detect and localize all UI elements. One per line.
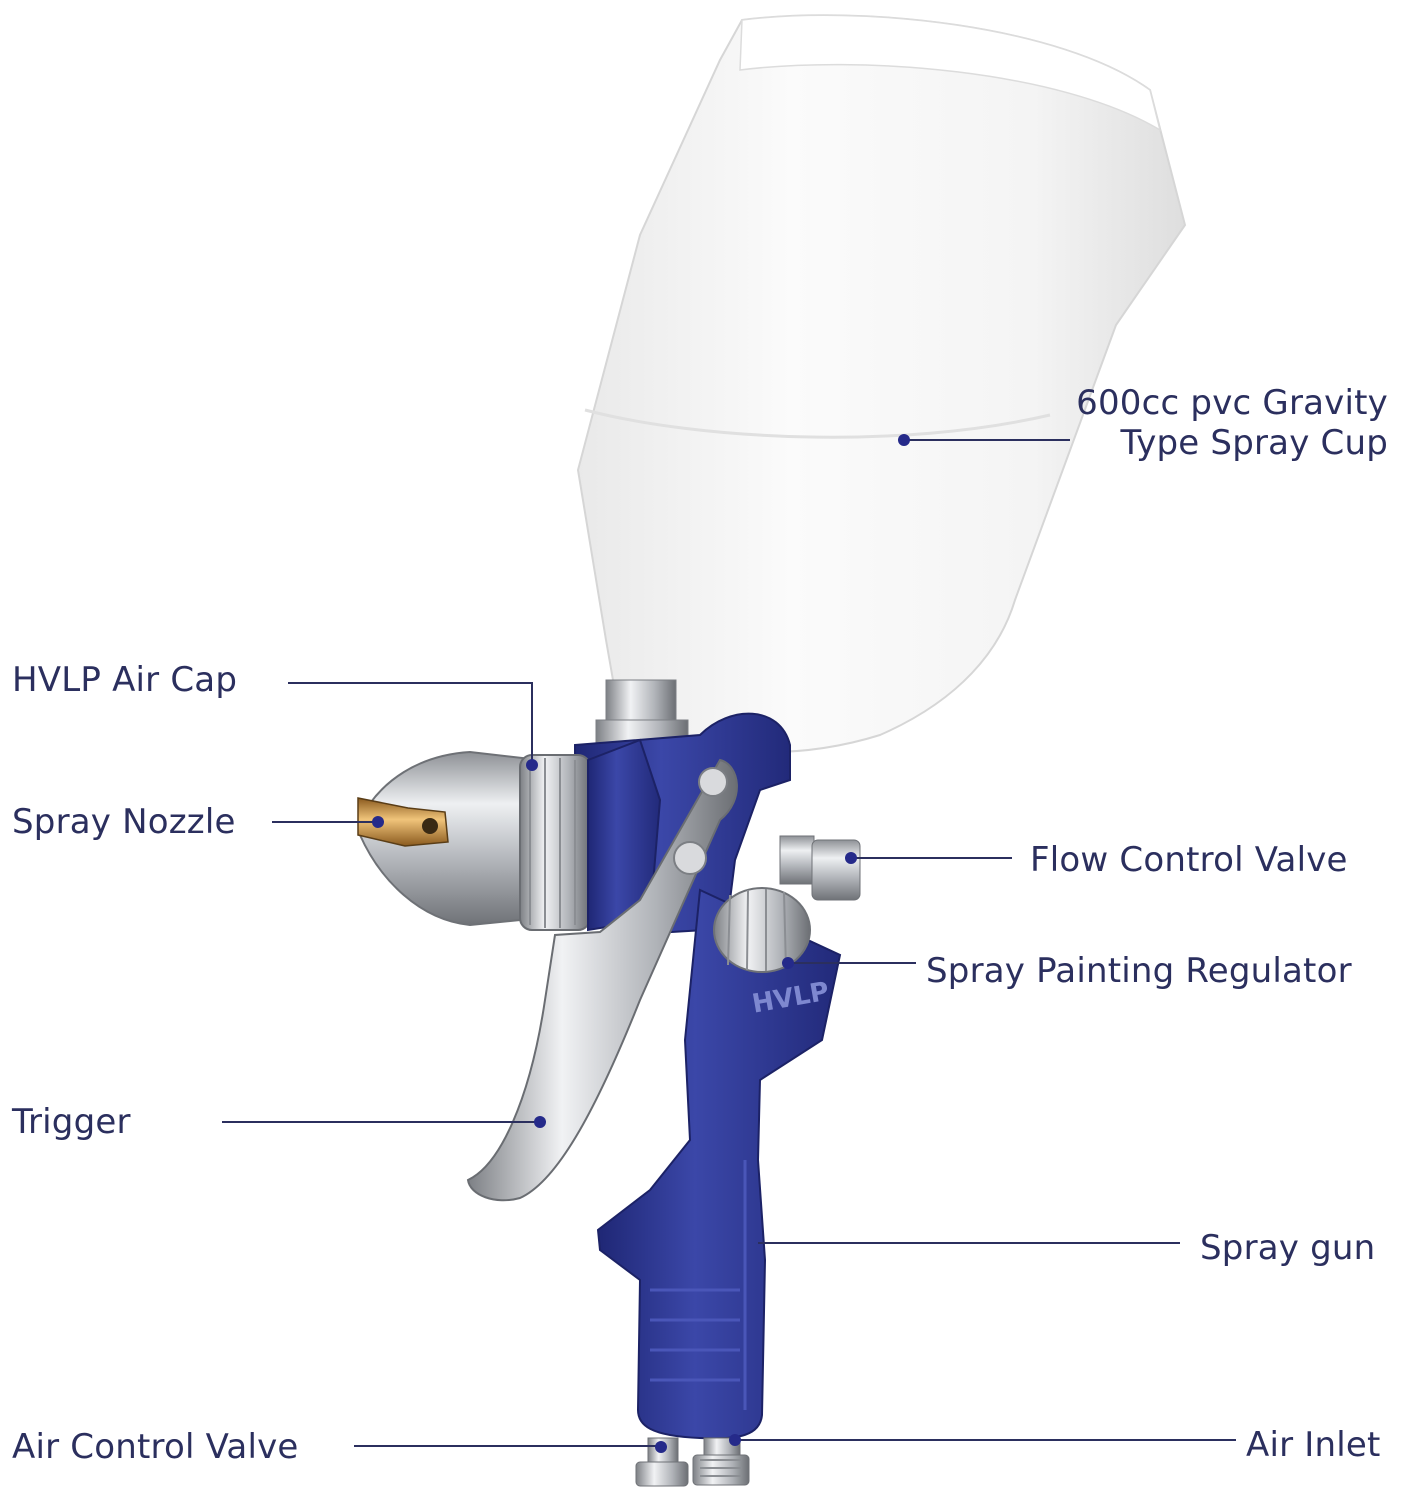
air-control-valve	[635, 1437, 689, 1487]
label-spray-painting-regulator: Spray Painting Regulator	[926, 951, 1352, 991]
air-inlet-fitting	[692, 1437, 750, 1486]
gun-barrel	[587, 738, 662, 932]
leader-lines	[222, 439, 1236, 1447]
trigger-lever	[466, 758, 738, 1202]
cup-shoulder-line	[584, 408, 1051, 439]
marker-dots	[372, 434, 910, 1453]
label-spray-cup: 600cc pvc Gravity Type Spray Cup	[1076, 383, 1388, 463]
dot-cup	[898, 434, 910, 446]
label-flow-control-valve: Flow Control Valve	[1030, 840, 1348, 880]
dot-trigger	[534, 1116, 546, 1128]
air-cap-assembly	[357, 750, 591, 931]
grip-ridges	[650, 1160, 747, 1410]
label-air-control-valve: Air Control Valve	[12, 1427, 299, 1467]
dot-air-inlet	[729, 1434, 741, 1446]
label-spray-nozzle: Spray Nozzle	[12, 802, 236, 842]
dot-nozzle	[372, 816, 384, 828]
gun-handle	[596, 888, 842, 1440]
label-air-inlet: Air Inlet	[1246, 1425, 1381, 1465]
label-spray-cup-line-2: Type Spray Cup	[1120, 423, 1388, 463]
dot-air-cap	[526, 759, 538, 771]
dot-regulator	[782, 957, 794, 969]
label-trigger: Trigger	[12, 1102, 131, 1142]
label-spray-gun: Spray gun	[1200, 1228, 1376, 1268]
dot-air-control	[655, 1441, 667, 1453]
label-hvlp-air-cap: HVLP Air Cap	[12, 660, 238, 700]
label-spray-cup-line-1: 600cc pvc Gravity	[1076, 383, 1388, 423]
spray-nozzle-tip	[357, 797, 449, 847]
leader-air-cap	[288, 682, 533, 762]
cup-rim	[739, 14, 1162, 132]
spray-painting-regulator	[713, 887, 811, 973]
flow-control-valve	[779, 835, 861, 901]
dot-flow-valve	[845, 852, 857, 864]
air-cap	[359, 750, 541, 927]
